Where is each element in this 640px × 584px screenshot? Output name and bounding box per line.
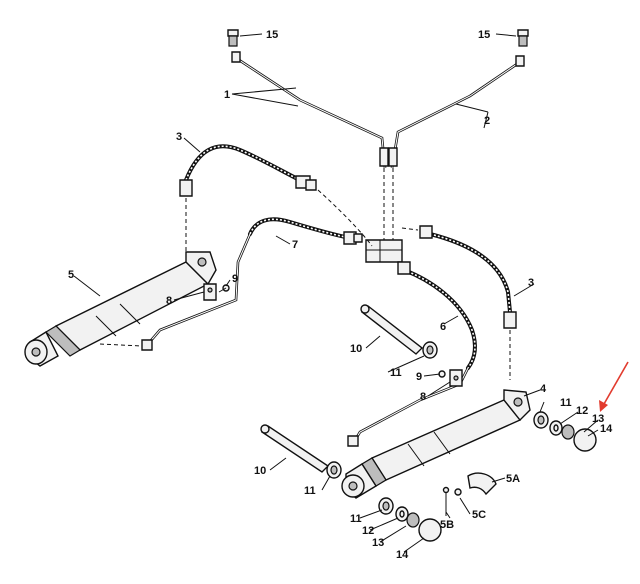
- hose-3-left: [179, 144, 317, 197]
- callout-5b: 5B: [440, 519, 454, 531]
- callout-2: 2: [484, 115, 490, 127]
- callout-8-left: 8: [166, 295, 172, 307]
- pin-10-upper: [360, 304, 424, 355]
- callout-11-right: 11: [560, 397, 572, 409]
- callout-3-right: 3: [528, 277, 534, 289]
- bracket-8-left: [203, 283, 217, 301]
- callout-7: 7: [292, 239, 298, 251]
- callout-14-bottom: 14: [396, 549, 409, 561]
- callout-9-right: 9: [416, 371, 422, 383]
- callout-5: 5: [68, 269, 74, 281]
- bushing-11-right: [533, 411, 549, 429]
- callout-5c: 5C: [472, 509, 486, 521]
- line-fitting-right: [388, 147, 398, 167]
- screw-5b: [442, 486, 450, 516]
- callout-4: 4: [540, 383, 547, 395]
- cylinder-right: [341, 389, 531, 499]
- bolt-9-left: [218, 284, 230, 293]
- centerline-lines: [383, 168, 394, 242]
- callout-15-right: 15: [478, 29, 490, 41]
- bushing-11-upper: [422, 341, 438, 359]
- washer-12-right: [549, 420, 563, 436]
- callout-11-bottom: 11: [350, 513, 362, 525]
- callout-14-right: 14: [600, 423, 613, 435]
- callout-6: 6: [440, 321, 446, 333]
- red-arrow-icon: [599, 361, 629, 412]
- centerline-hose3-to-block: [317, 189, 373, 247]
- fitting-left-top: [227, 29, 239, 47]
- hydraulic-line-1: [231, 51, 387, 169]
- fitting-right-top: [517, 29, 529, 47]
- callout-12-right: 12: [576, 405, 588, 417]
- callout-11-lower: 11: [304, 485, 316, 497]
- tee-block: [365, 239, 403, 263]
- callout-8-right: 8: [420, 391, 426, 403]
- tube-to-left-cylinder: [141, 233, 252, 351]
- callout-15-left: 15: [266, 29, 278, 41]
- cap-14-right: [573, 428, 597, 452]
- callout-12-bottom: 12: [362, 525, 374, 537]
- cylinder-left: [24, 251, 217, 367]
- nut-13-bottom: [406, 512, 420, 528]
- centerline-tube-left: [99, 343, 143, 347]
- callout-10-lower: 10: [254, 465, 266, 477]
- callout-3-left: 3: [176, 131, 182, 143]
- clamp-5a: [467, 472, 497, 496]
- nut-13-right: [561, 424, 575, 440]
- hose-3-right: [419, 225, 517, 329]
- bracket-8-right: [449, 369, 463, 387]
- callout-1: 1: [224, 89, 230, 101]
- callout-5a: 5A: [506, 473, 520, 485]
- cap-14-bottom: [418, 518, 442, 542]
- pin-10-lower: [260, 424, 330, 473]
- callout-11-upper: 11: [390, 367, 402, 379]
- line-fitting-left: [379, 147, 389, 167]
- callout-13-bottom: 13: [372, 537, 384, 549]
- bushing-11-lower: [326, 461, 342, 479]
- nut-5c: [454, 488, 462, 496]
- leader-lines: [73, 33, 599, 553]
- callout-13-right: 13: [592, 413, 604, 425]
- hose-7: [248, 217, 363, 245]
- hydraulic-line-2: [390, 55, 525, 169]
- hose-6: [397, 261, 477, 370]
- centerline-hose3-right-top: [401, 227, 419, 231]
- callout-9-left: 9: [232, 273, 238, 285]
- bushing-11-bottom: [378, 497, 394, 515]
- washer-12-bottom: [395, 506, 409, 522]
- callout-10-upper: 10: [350, 343, 362, 355]
